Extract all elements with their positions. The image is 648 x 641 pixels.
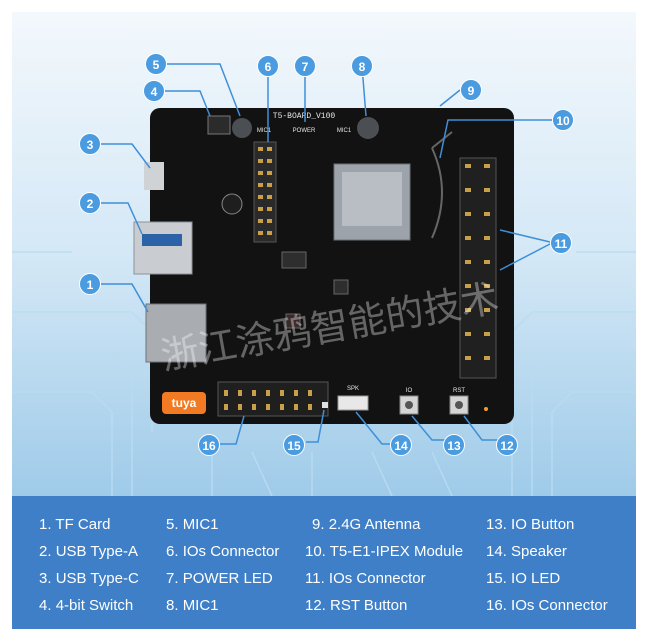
io-connector-right bbox=[459, 157, 497, 379]
chip-3 bbox=[333, 279, 349, 295]
legend-item-13: 13. IO Button bbox=[486, 516, 575, 533]
legend-item-16: 16. IOs Connector bbox=[486, 597, 608, 614]
io-led bbox=[322, 402, 328, 408]
callout-11: 11 bbox=[550, 232, 572, 254]
pcb-board bbox=[150, 108, 514, 424]
callout-9: 9 bbox=[460, 79, 482, 101]
legend-item-5: 5. MIC1 bbox=[166, 516, 219, 533]
callout-7: 7 bbox=[294, 55, 316, 77]
legend-item-3: 3. USB Type-C bbox=[39, 570, 139, 587]
callout-15: 15 bbox=[283, 434, 305, 456]
chip-2 bbox=[285, 313, 301, 329]
antenna-cable bbox=[431, 131, 453, 239]
legend-item-4: 4. 4-bit Switch bbox=[39, 597, 134, 614]
background-traces bbox=[12, 251, 636, 496]
usb-type-a-tongue bbox=[142, 234, 182, 246]
legend-panel: 1. TF Card 2. USB Type-A 3. USB Type-C 4… bbox=[12, 496, 636, 629]
speaker-connector bbox=[337, 395, 369, 411]
callout-16: 16 bbox=[198, 434, 220, 456]
legend-item-15: 15. IO LED bbox=[486, 570, 561, 587]
silk-mic2: MIC1 bbox=[337, 128, 352, 134]
callout-8: 8 bbox=[351, 55, 373, 77]
io-pins-left bbox=[258, 147, 272, 235]
io-button-cap bbox=[405, 401, 413, 409]
tuya-logo bbox=[162, 392, 206, 414]
silk-title: T5-BOARD_V100 bbox=[273, 112, 336, 121]
legend-item-12: 12. RST Button bbox=[305, 597, 408, 614]
callout-1: 1 bbox=[79, 273, 101, 295]
silk-mic1: MIC1 bbox=[257, 128, 272, 134]
dip-switch bbox=[207, 115, 231, 135]
callout-12: 12 bbox=[496, 434, 518, 456]
silk-io: IO bbox=[406, 388, 413, 394]
io-connector-left bbox=[253, 141, 277, 243]
callout-13: 13 bbox=[443, 434, 465, 456]
legend-item-2: 2. USB Type-A bbox=[39, 543, 138, 560]
legend-item-6: 6. IOs Connector bbox=[166, 543, 280, 560]
legend-item-8: 8. MIC1 bbox=[166, 597, 219, 614]
legend-item-10: 10. T5-E1-IPEX Module bbox=[305, 543, 464, 560]
legend-item-7: 7. POWER LED bbox=[166, 570, 273, 587]
callout-6: 6 bbox=[257, 55, 279, 77]
callout-10: 10 bbox=[552, 109, 574, 131]
tuya-logo-text: tuya bbox=[172, 396, 197, 410]
leader-lines bbox=[101, 63, 554, 445]
legend-item-11: 11. IOs Connector bbox=[305, 570, 426, 587]
usb-type-c-port bbox=[144, 162, 164, 190]
silk-power: POWER bbox=[293, 128, 316, 134]
mic2-component bbox=[357, 117, 379, 139]
callout-5: 5 bbox=[145, 53, 167, 75]
board-illustration: tuya T5-BOARD_V100 POWER MIC1 MIC1 SPK R… bbox=[12, 12, 636, 496]
diagram-frame: tuya T5-BOARD_V100 POWER MIC1 MIC1 SPK R… bbox=[12, 12, 636, 629]
legend-item-1: 1. TF Card bbox=[39, 516, 111, 533]
legend-item-14: 14. Speaker bbox=[486, 543, 567, 560]
mic1-component bbox=[232, 118, 252, 138]
tf-card-slot bbox=[145, 303, 207, 363]
io-pins-bottom bbox=[224, 390, 312, 410]
chip-1 bbox=[281, 251, 307, 269]
board-scene: tuya T5-BOARD_V100 POWER MIC1 MIC1 SPK R… bbox=[12, 12, 636, 496]
io-pins-right bbox=[465, 164, 490, 360]
rst-button-cap bbox=[455, 401, 463, 409]
silk-spk: SPK bbox=[347, 386, 359, 392]
callout-14: 14 bbox=[390, 434, 412, 456]
status-dot bbox=[484, 407, 488, 411]
module-shield bbox=[342, 172, 402, 226]
capacitor bbox=[221, 193, 243, 215]
legend-item-9: 9. 2.4G Antenna bbox=[312, 516, 421, 533]
usb-type-a-port bbox=[133, 221, 193, 275]
silk-rst: RST bbox=[453, 388, 465, 394]
callout-3: 3 bbox=[79, 133, 101, 155]
callout-2: 2 bbox=[79, 192, 101, 214]
callout-4: 4 bbox=[143, 80, 165, 102]
io-connector-bottom bbox=[217, 381, 329, 417]
